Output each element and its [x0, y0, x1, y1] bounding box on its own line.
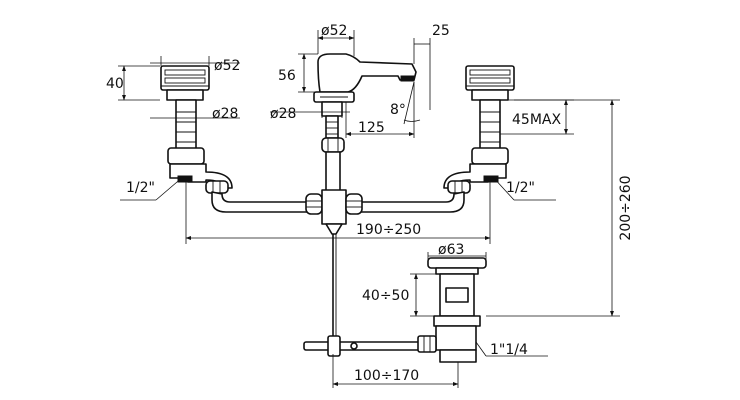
label-spout-base-diameter: ø28 [270, 106, 296, 122]
label-spout-diameter: ø52 [321, 23, 347, 39]
popup-rod [303, 234, 421, 357]
right-valve [443, 65, 515, 194]
dimension-lines [118, 30, 620, 388]
left-handle [160, 65, 210, 101]
right-stem [471, 99, 509, 165]
label-handle-height-left: 40 [106, 76, 124, 92]
label-spout-height: 56 [278, 68, 296, 84]
label-total-height: 200÷260 [618, 175, 634, 240]
label-max-deck: 45MAX [512, 112, 561, 128]
left-valve [160, 65, 233, 194]
label-waste-height: 40÷50 [362, 288, 409, 304]
label-spout-reach: 125 [358, 120, 385, 136]
left-stem [167, 99, 205, 165]
label-thread-right: 1/2" [506, 180, 535, 196]
waste-fitting [417, 257, 487, 363]
right-handle [465, 65, 515, 101]
label-handle-diameter-left: ø52 [214, 58, 240, 74]
right-valve-body [443, 163, 507, 194]
label-thread-left: 1/2" [126, 180, 155, 196]
label-stem-diameter-left: ø28 [212, 106, 238, 122]
spout [313, 53, 417, 103]
label-rod-distance: 100÷170 [354, 368, 419, 384]
label-spout-angle: 8° [390, 102, 406, 118]
label-waste-diameter: ø63 [438, 242, 464, 258]
left-valve-body [169, 163, 233, 194]
dimension-labels: 40 ø52 ø28 1/2" ø52 56 25 ø28 125 8° 45M… [106, 23, 634, 384]
label-valve-spacing: 190÷250 [356, 222, 421, 238]
label-spout-offset: 25 [432, 23, 450, 39]
central-body [305, 101, 363, 235]
label-waste-thread: 1"1/4 [490, 342, 528, 358]
